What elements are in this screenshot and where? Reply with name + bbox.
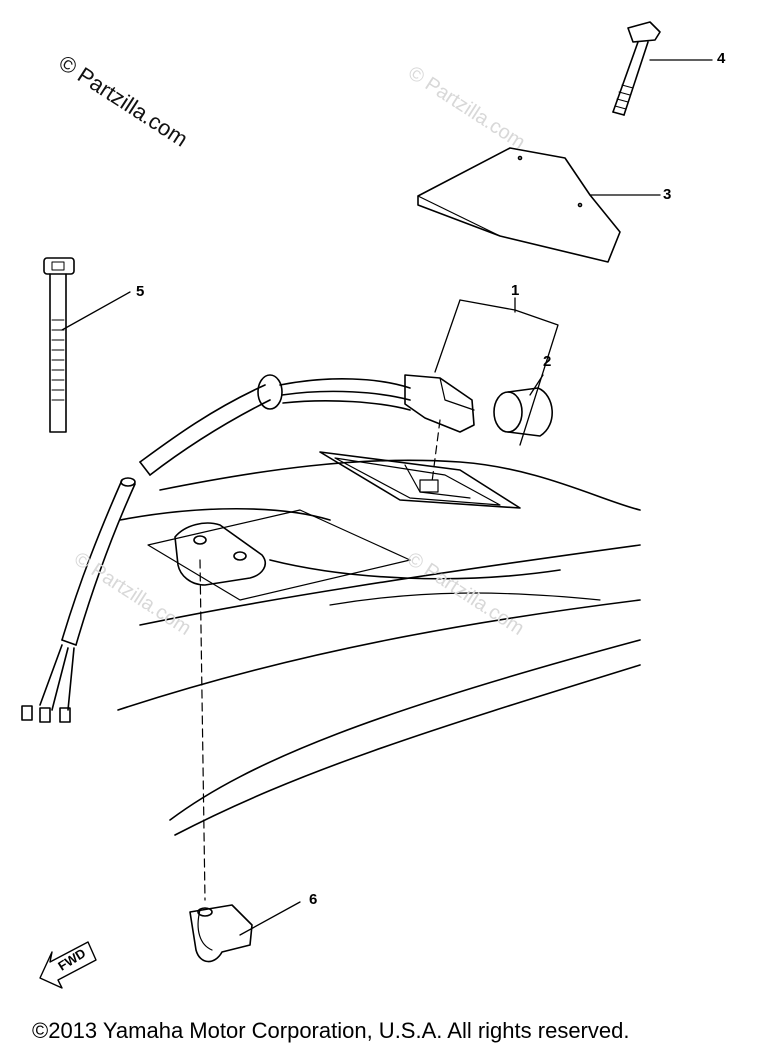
callout-6: 6 — [309, 891, 318, 908]
grommet — [493, 387, 553, 437]
copyright-notice: ©2013 Yamaha Motor Corporation, U.S.A. A… — [32, 1018, 630, 1043]
callout-2: 2 — [543, 353, 552, 370]
callout-3: 3 — [663, 186, 672, 203]
callout-4: 4 — [717, 50, 726, 67]
callout-5: 5 — [136, 283, 145, 300]
fwd-arrow-icon — [39, 941, 97, 989]
bracket-plate — [417, 147, 621, 263]
sensor-pad — [147, 509, 411, 601]
clamp — [189, 904, 253, 963]
leader-lines — [61, 59, 713, 936]
hull-outline — [117, 459, 641, 836]
bolt — [612, 21, 661, 116]
cable-tie — [43, 257, 75, 433]
callout-1: 1 — [511, 282, 520, 299]
alignment-lines — [199, 419, 441, 901]
sensor-harness — [21, 374, 475, 723]
mounting-plate — [319, 451, 521, 509]
